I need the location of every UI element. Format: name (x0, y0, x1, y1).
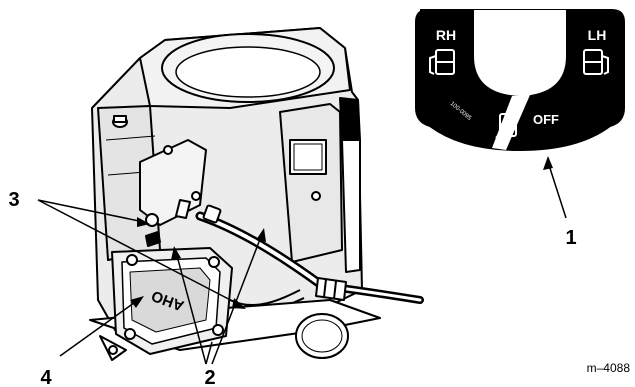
decal-inner-cutout (474, 10, 566, 96)
inline-connector (316, 278, 346, 300)
decal-off-label: OFF (533, 112, 559, 127)
fuel-valve-decal: RH LH OFF 100-0095 (416, 10, 624, 150)
leader-1 (548, 162, 566, 218)
oil-filter (296, 314, 348, 358)
callout-1: 1 (565, 227, 576, 249)
engine-right-panel (280, 104, 342, 262)
decal-rh-label: RH (436, 27, 456, 43)
side-window (290, 140, 326, 174)
panel-bolt (312, 192, 320, 200)
engine-illustration (90, 28, 420, 360)
callout-2: 2 (204, 367, 215, 387)
figure-id: m–4088 (587, 361, 631, 375)
dipstick-bracket (340, 98, 360, 140)
callout-3: 3 (8, 189, 19, 211)
decal-lh-label: LH (588, 27, 607, 43)
callout-4: 4 (40, 367, 52, 387)
